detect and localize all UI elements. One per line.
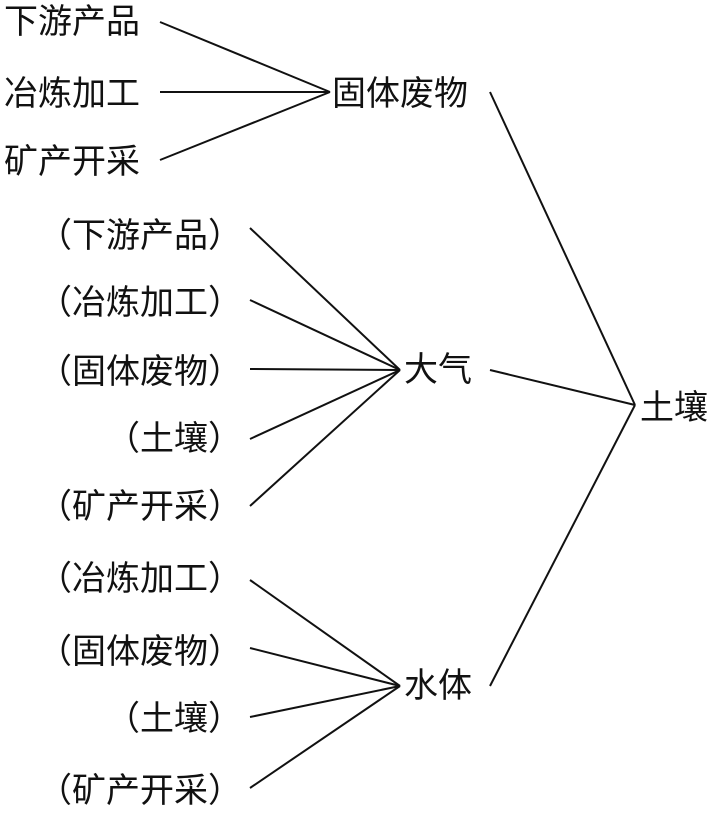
node-water-soil: （土壤） — [106, 699, 242, 739]
node-air-mining: （矿产开采） — [38, 487, 242, 527]
edge-air_solid_waste-to-air — [249, 368, 401, 371]
edge-src1_mining-to-solid_waste — [159, 91, 331, 161]
edge-water_solid_waste-to-water — [249, 647, 401, 687]
edge-air-to-soil — [489, 369, 636, 406]
node-soil: 土壤 — [640, 388, 708, 428]
edge-air_downstream-to-air — [249, 227, 401, 371]
node-water-solid-waste: （固体废物） — [38, 632, 242, 672]
edge-solid_waste-to-soil — [489, 91, 636, 406]
edge-water_smelting-to-water — [249, 579, 401, 687]
edge-src1_downstream-to-solid_waste — [159, 21, 331, 93]
edge-air_smelting-to-air — [249, 299, 401, 371]
node-water-smelting: （冶炼加工） — [38, 559, 242, 599]
node-air-solid-waste: （固体废物） — [38, 352, 242, 392]
node-air: 大气 — [404, 350, 472, 390]
node-src1-smelting: 冶炼加工 — [4, 74, 140, 114]
node-src1-mining: 矿产开采 — [4, 142, 140, 182]
edge-water-to-soil — [489, 404, 636, 687]
node-air-soil: （土壤） — [106, 419, 242, 459]
node-labels: 下游产品 冶炼加工 矿产开采 固体废物 （下游产品） （冶炼加工） （固体废物）… — [4, 2, 708, 811]
node-solid-waste: 固体废物 — [332, 74, 468, 114]
edge-air_soil-to-air — [249, 369, 401, 440]
node-air-downstream: （下游产品） — [38, 216, 242, 256]
node-water-mining: （矿产开采） — [38, 771, 242, 811]
edge-water_soil-to-water — [249, 685, 401, 718]
node-air-smelting: （冶炼加工） — [38, 283, 242, 323]
node-water: 水体 — [404, 666, 472, 706]
node-src1-downstream: 下游产品 — [4, 2, 140, 42]
edges — [159, 21, 636, 789]
edge-air_mining-to-air — [249, 369, 401, 507]
edge-water_mining-to-water — [249, 685, 401, 789]
